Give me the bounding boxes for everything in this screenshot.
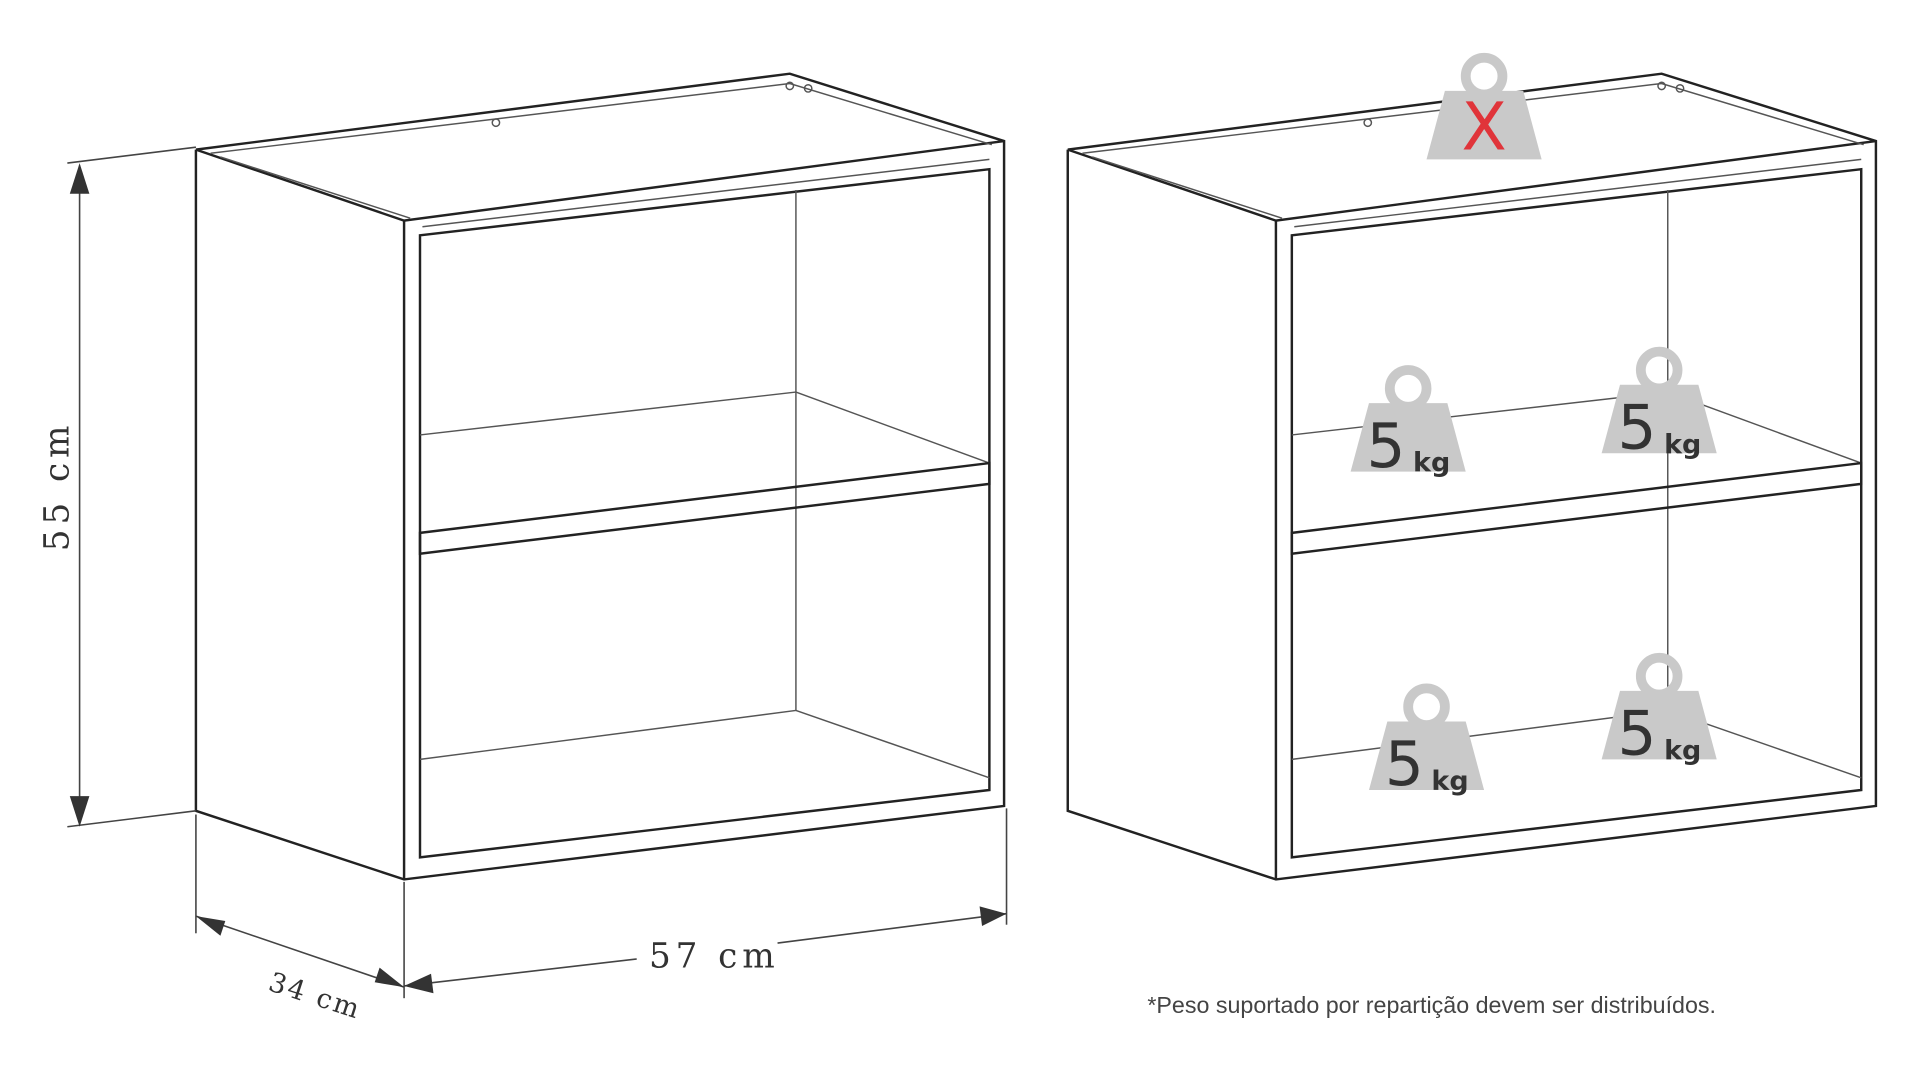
weight-icon: 5 kg: [1351, 370, 1466, 482]
weight-value: 5: [1618, 699, 1657, 770]
forbidden-mark: X: [1461, 89, 1506, 166]
weight-icon: 5 kg: [1369, 688, 1484, 800]
weight-value: 5: [1618, 392, 1657, 463]
height-dimension: 55 cm: [38, 146, 197, 828]
weight-unit: kg: [1664, 735, 1701, 766]
weight-value: 5: [1367, 411, 1406, 482]
weight-unit: kg: [1431, 766, 1468, 797]
height-label: 55 cm: [38, 421, 78, 552]
top-weight-forbidden-icon: X: [1427, 58, 1542, 166]
width-dimension: 57 cm: [403, 808, 1008, 994]
cabinet-dimensioned: [194, 72, 1006, 881]
weight-unit: kg: [1413, 448, 1450, 479]
footnote: *Peso suportado por repartição devem ser…: [1147, 992, 1716, 1018]
weight-value: 5: [1385, 729, 1424, 800]
width-label: 57 cm: [649, 937, 780, 977]
weight-icon: 5 kg: [1602, 352, 1717, 463]
depth-label: 34 cm: [265, 967, 366, 1026]
weight-icon: 5 kg: [1602, 658, 1717, 770]
weight-unit: kg: [1664, 429, 1701, 460]
